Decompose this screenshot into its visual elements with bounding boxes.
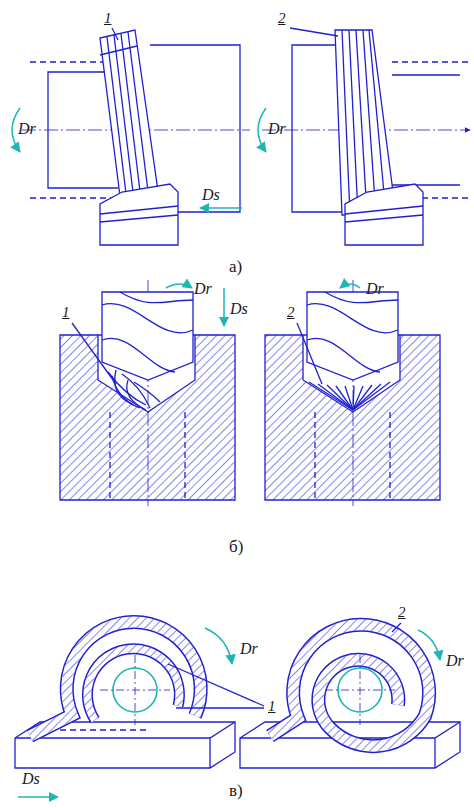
milling-right-part: [270, 625, 429, 746]
drilling-left: [60, 280, 235, 506]
drilling-right-part: [318, 384, 353, 410]
drilling-left-part: [102, 304, 193, 333]
milling-right-part: [270, 625, 429, 746]
callout-number: 2: [398, 604, 406, 621]
milling-left-part: [168, 664, 264, 706]
turning-left-part: [100, 184, 178, 245]
drilling-left-part: [134, 382, 160, 402]
drilling-left-part: [102, 292, 193, 380]
turning-left-part: [100, 215, 178, 222]
milling-left-part: [30, 622, 201, 736]
milling-right-part: [418, 630, 440, 660]
callout-number: 1: [104, 10, 112, 27]
drilling-right-part: [314, 412, 315, 500]
milling-left-part: [30, 622, 201, 736]
turning-left-part: [100, 206, 178, 214]
milling-left-part: [87, 649, 179, 720]
turning-right-part: [345, 206, 423, 214]
turning-right: [258, 28, 470, 245]
callout-number: 1: [62, 304, 70, 321]
drilling-left-part: [184, 412, 185, 500]
milling-left-part: [30, 622, 201, 736]
drilling-right-part: [327, 385, 353, 410]
turning-right-part: [345, 184, 423, 245]
turning-right-part: [335, 30, 396, 215]
turning-right-part: [349, 30, 358, 215]
motion-symbol: Ds: [202, 186, 220, 204]
turning-left-part: [30, 197, 120, 198]
callout-number: 1: [268, 698, 276, 715]
drilling-right-part: [345, 386, 353, 410]
turning-right-part: [392, 75, 460, 185]
turning-right-part: [342, 30, 350, 215]
drilling-right-part: [389, 412, 390, 500]
drilling-right: [265, 280, 440, 506]
milling-left-part: [87, 649, 179, 720]
motion-symbol: Dr: [366, 280, 384, 298]
turning-left-part: [200, 207, 242, 209]
drilling-right-part: [336, 386, 353, 410]
turning-right-part: [258, 108, 266, 152]
milling-right-part: [270, 625, 429, 746]
turning-left-part: [112, 28, 118, 40]
drilling-right-part: [307, 292, 398, 380]
milling-right-part: [360, 655, 361, 725]
figure-letter: б): [229, 538, 243, 557]
drilling-right-part: [309, 382, 353, 410]
motion-symbol: Dr: [194, 280, 212, 298]
drilling-left-part: [72, 323, 116, 384]
turning-right-part: [392, 61, 468, 62]
drilling-left-part: [120, 292, 193, 303]
milling-left-part: [205, 628, 232, 664]
motion-symbol: Ds: [22, 770, 40, 788]
drilling-right-part: [307, 338, 380, 372]
drilling-left-part: [127, 380, 146, 410]
turning-left-part: [100, 46, 137, 55]
turning-left-part: [128, 32, 150, 207]
milling-left-part: [135, 655, 136, 725]
motion-symbol: Dr: [18, 120, 36, 138]
turning-right-part: [345, 215, 423, 222]
motion-symbol: Ds: [230, 300, 248, 318]
milling-right-part: [392, 623, 401, 632]
motion-symbol: Dr: [268, 120, 286, 138]
milling-right: [240, 623, 460, 768]
motion-symbol: Dr: [446, 652, 464, 670]
milling-left-part: [18, 796, 58, 798]
figure-letter: а): [229, 258, 242, 277]
drilling-right-part: [340, 284, 360, 288]
figure-letter: в): [229, 782, 243, 801]
milling-left-part: [176, 707, 264, 708]
turning-left-part: [30, 61, 108, 62]
drilling-right-part: [353, 382, 390, 410]
turning-right-part: [369, 30, 386, 215]
turning-right-part: [290, 28, 338, 36]
turning-right-part: [363, 30, 376, 215]
milling-left: [15, 622, 264, 797]
motion-symbol: Dr: [240, 640, 258, 658]
drilling-left-part: [166, 284, 192, 288]
drilling-left-part: [223, 288, 225, 326]
drilling-right-part: [307, 304, 398, 333]
drilling-right-part: [297, 323, 322, 384]
drilling-left-part: [102, 338, 175, 372]
turning-left: [12, 28, 250, 245]
turning-left-part: [100, 30, 160, 212]
drilling-left-part: [109, 412, 110, 500]
milling-left-part: [87, 649, 179, 720]
callout-number: 2: [278, 10, 286, 27]
drilling-right-part: [325, 292, 398, 303]
callout-number: 2: [287, 304, 295, 321]
